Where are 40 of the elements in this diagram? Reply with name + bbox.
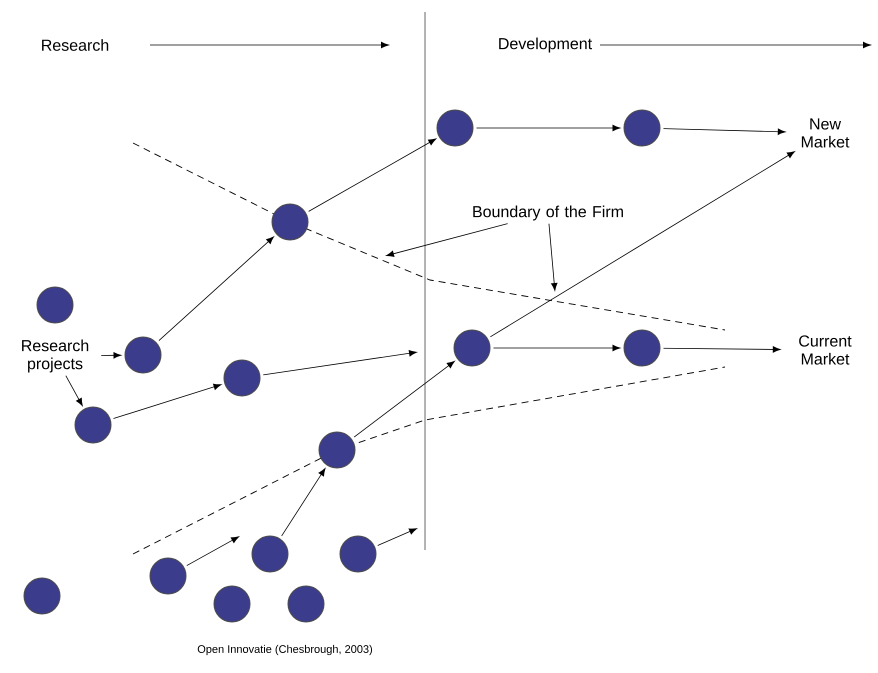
arrow <box>281 468 326 536</box>
project-circle <box>74 406 112 444</box>
arrow <box>377 528 417 546</box>
arrow <box>663 128 786 135</box>
project-circle <box>454 330 490 366</box>
text-label: Research projects <box>22 340 88 372</box>
arrow <box>113 384 222 419</box>
arrow <box>490 151 795 338</box>
project-circle <box>340 536 376 572</box>
project-circle <box>288 586 324 622</box>
project-circle <box>272 204 308 240</box>
project-circle <box>624 110 660 146</box>
project-circle <box>150 558 186 594</box>
project-circle <box>436 110 474 146</box>
text-label: Current Market <box>799 335 852 365</box>
arrow <box>65 375 83 406</box>
text-label: Boundary of the Firm <box>473 206 623 220</box>
arrow <box>158 236 274 341</box>
project-circle <box>214 586 250 622</box>
project-circle <box>624 330 660 366</box>
caption: Open Innovatie (Chesbrough, 2003) <box>198 644 372 656</box>
arrow <box>354 360 455 438</box>
arrow <box>308 138 436 212</box>
text-label: New Market <box>802 118 850 148</box>
arrow <box>476 124 620 132</box>
stage-label: Research <box>42 39 108 51</box>
arrow <box>493 344 620 352</box>
arrow <box>663 346 781 353</box>
arrow <box>262 350 417 376</box>
arrow <box>186 536 240 566</box>
project-circle <box>124 336 162 374</box>
project-circle <box>252 536 288 572</box>
stage-label: Development <box>499 38 592 52</box>
project-circle <box>318 432 356 468</box>
project-circle <box>24 578 60 614</box>
project-circle <box>36 286 74 324</box>
leader-line <box>386 223 508 257</box>
project-circle <box>224 360 260 396</box>
leader-line <box>548 223 558 291</box>
arrow <box>100 352 122 359</box>
